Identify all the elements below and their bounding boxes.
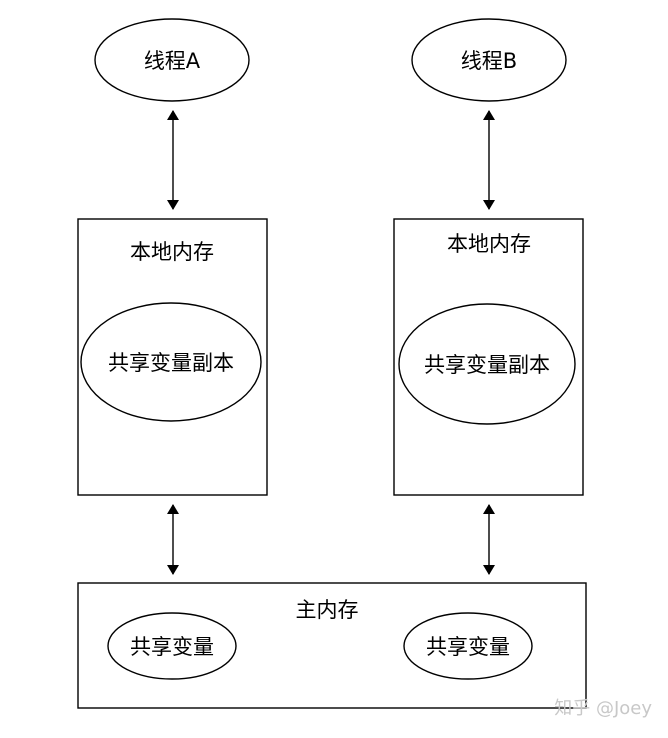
main-memory-title: 主内存 <box>296 598 359 622</box>
local-memory-right: 本地内存 共享变量副本 <box>393 218 584 496</box>
shared-variable-right-label: 共享变量 <box>426 635 510 659</box>
thread-a-label: 线程A <box>144 49 201 73</box>
main-memory: 主内存 共享变量 共享变量 <box>77 582 587 709</box>
shared-variable-left-label: 共享变量 <box>130 635 214 659</box>
thread-a-node: 线程A <box>94 18 250 102</box>
local-memory-right-title: 本地内存 <box>447 232 531 256</box>
shared-variable-copy-right-label: 共享变量副本 <box>424 353 550 377</box>
shared-variable-copy-right-ellipse <box>398 303 576 425</box>
shared-variable-left-ellipse <box>107 612 237 680</box>
shared-variable-copy-left-ellipse <box>80 302 262 422</box>
thread-a-ellipse <box>94 18 250 102</box>
shared-variable-copy-left-label: 共享变量副本 <box>108 351 234 375</box>
thread-b-ellipse <box>411 18 567 102</box>
watermark: 知乎 @Joey <box>554 698 652 719</box>
shared-variable-right-ellipse <box>403 612 533 680</box>
local-memory-left-title: 本地内存 <box>130 240 214 264</box>
thread-b-label: 线程B <box>461 49 517 73</box>
thread-b-node: 线程B <box>411 18 567 102</box>
local-memory-left: 本地内存 共享变量副本 <box>77 218 268 496</box>
